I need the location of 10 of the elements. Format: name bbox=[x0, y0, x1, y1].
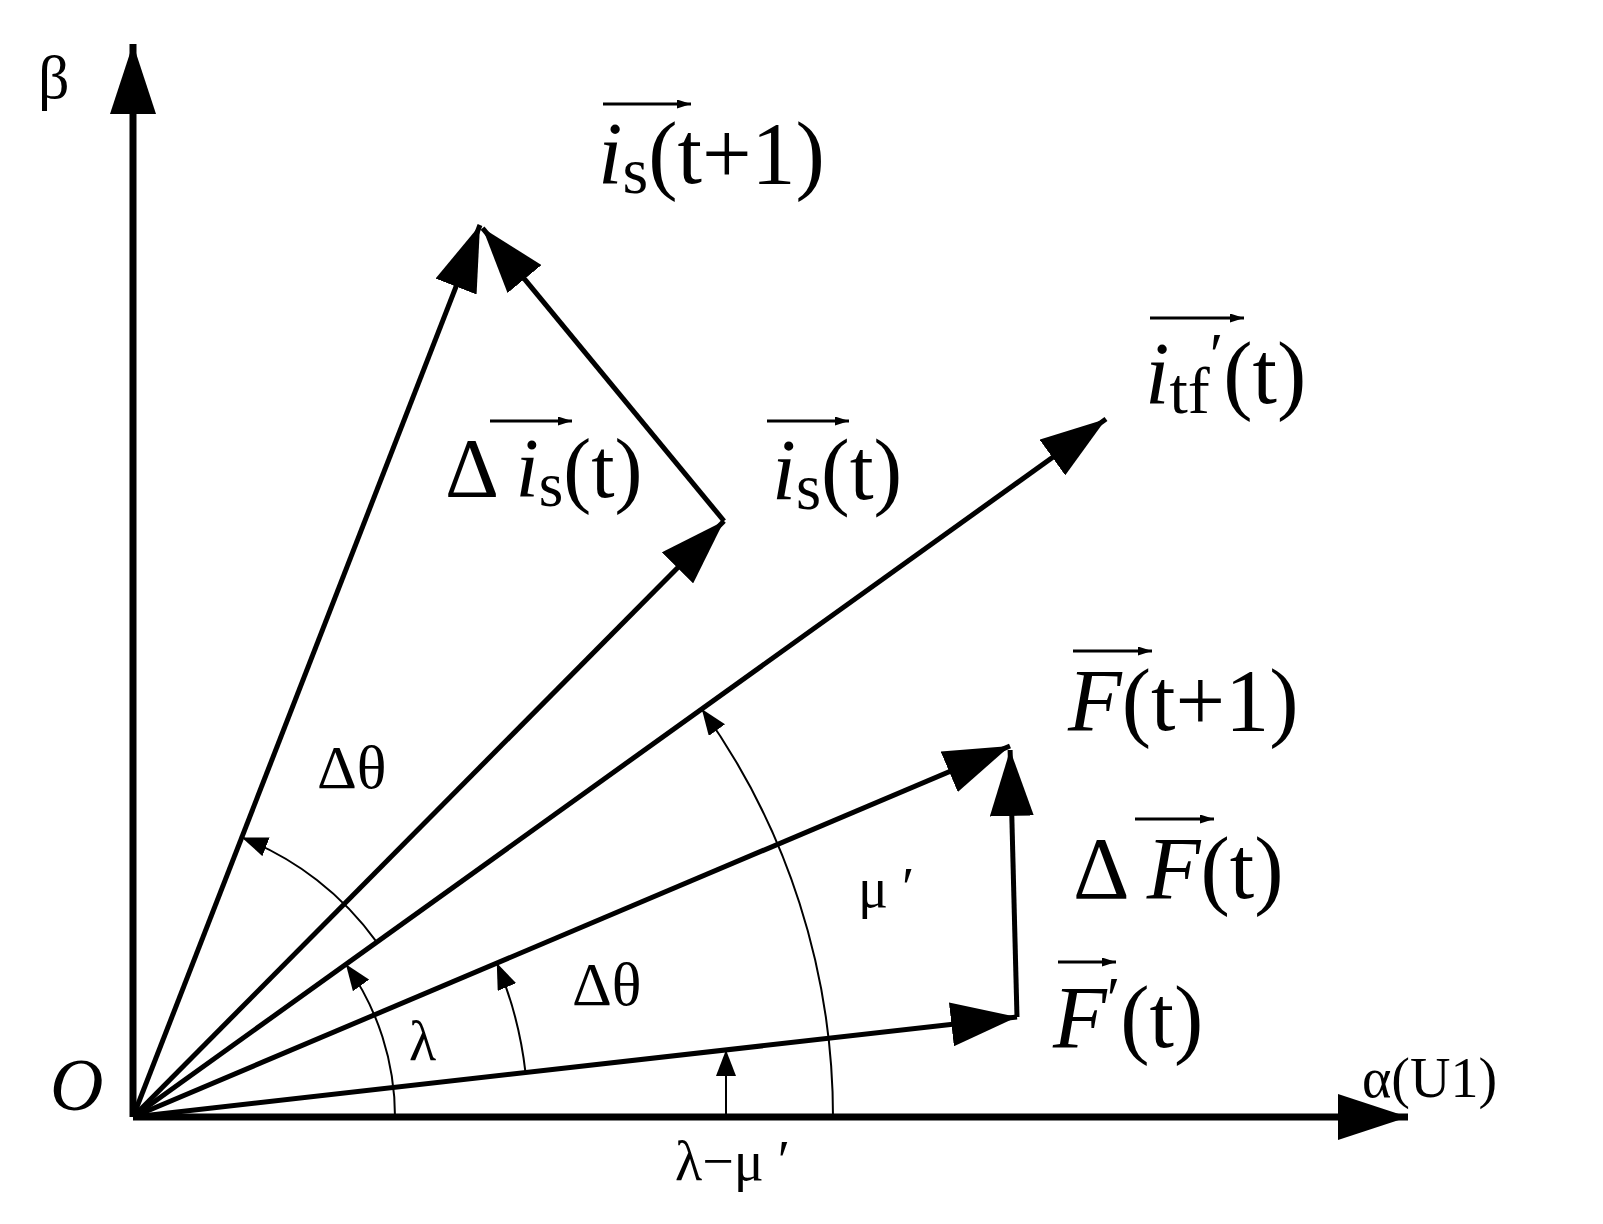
vector-arrow bbox=[480, 226, 726, 523]
angle-label: Δθ bbox=[317, 736, 387, 798]
angle-label: λ bbox=[409, 1013, 437, 1069]
vector-label: Δ i$_{s}$(t) bbox=[445, 427, 643, 518]
vector-label: i$_{s}$(t+1) bbox=[598, 110, 825, 204]
vector-label: i$_{s}$(t) bbox=[772, 427, 903, 521]
vector-arrow bbox=[989, 749, 1034, 1018]
angle-label: Δθ bbox=[572, 953, 642, 1015]
vector-label: i$_{tf}$$^{′}$(t) bbox=[1145, 324, 1307, 424]
origin-label: O bbox=[50, 1048, 104, 1122]
